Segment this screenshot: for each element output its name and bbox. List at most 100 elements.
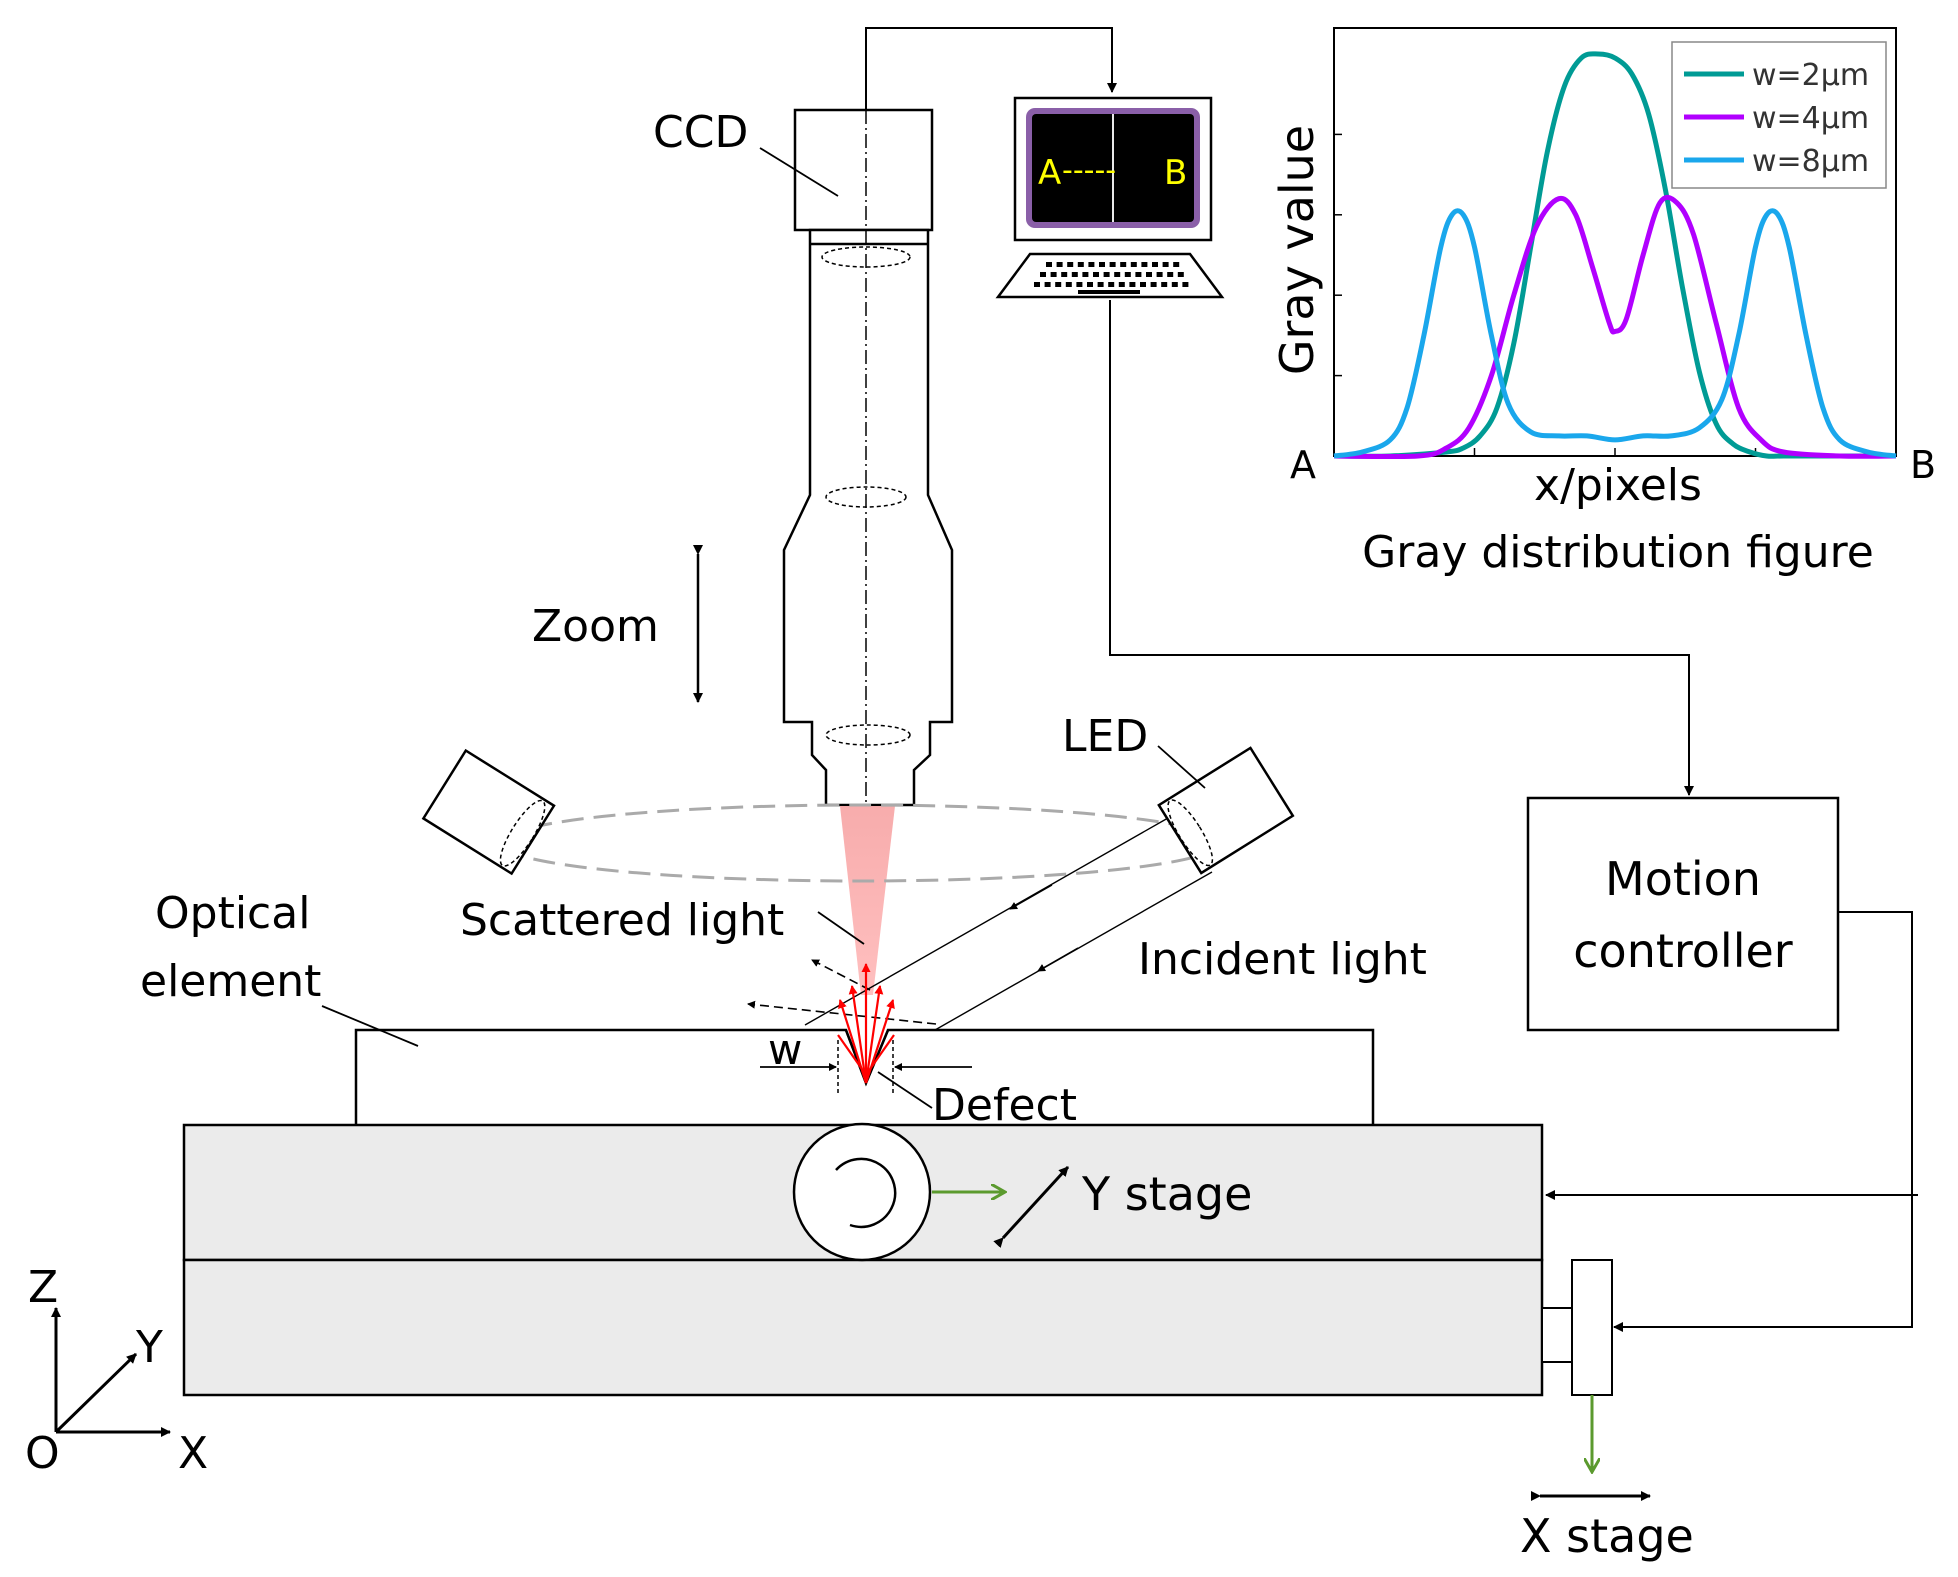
scattered-light-label: Scattered light	[460, 895, 784, 946]
scattered-arrows	[837, 963, 895, 1084]
keyboard-key	[1099, 262, 1105, 267]
computer-monitor: A ----- B	[1013, 96, 1213, 242]
chart-series-group	[1333, 51, 1897, 460]
x-stage	[182, 1258, 1544, 1397]
coordinate-axes	[51, 1307, 171, 1437]
led-leader-line	[1157, 745, 1206, 789]
chart-legend: w=2μm w=4μm w=8μm	[1671, 41, 1887, 189]
keyboard-key	[1173, 262, 1180, 267]
chart-series-line-3	[1333, 208, 1897, 459]
keyboard-key	[1093, 272, 1099, 277]
motion-controller-label-2: controller	[1573, 924, 1793, 978]
legend-label-3: w=8μm	[1752, 144, 1869, 179]
keyboard-key	[1109, 262, 1116, 267]
y-stage-label: Y stage	[1081, 1167, 1252, 1221]
keyboard-key	[1161, 282, 1168, 287]
x-stage-label: X stage	[1520, 1509, 1694, 1563]
axis-z-label: Z	[28, 1262, 58, 1313]
defect-label: Defect	[932, 1080, 1077, 1131]
keyboard-key	[1129, 282, 1136, 287]
keyboard-key	[1067, 262, 1074, 267]
keyboard-key	[1040, 272, 1046, 277]
monitor-label-a: A	[1038, 153, 1061, 193]
incident-arrow-2	[1037, 947, 1079, 972]
chart-ylabel: Gray value	[1270, 125, 1324, 375]
keyboard-key	[1182, 282, 1189, 287]
reflected-ray-2	[747, 1000, 937, 1025]
optical-element-label-1: Optical	[155, 888, 310, 939]
keyboard-key	[1167, 272, 1174, 277]
keyboard-key	[1077, 262, 1084, 267]
keyboard-key	[1097, 282, 1104, 287]
chart-series-line-2	[1333, 194, 1897, 460]
motion-controller-label-1: Motion	[1605, 852, 1761, 906]
chart-series-line-1	[1333, 51, 1896, 459]
keyboard-key	[1114, 272, 1121, 277]
keyboard-key	[1124, 272, 1131, 277]
keyboard-key	[1044, 282, 1051, 287]
keyboard-key	[1152, 262, 1158, 267]
keyboard-key	[1156, 272, 1163, 277]
keyboard-key	[1055, 282, 1062, 287]
keyboard-key	[1120, 262, 1127, 267]
keyboard-key	[1108, 282, 1115, 287]
keyboard-key	[1140, 282, 1146, 287]
keyboard-key	[1071, 272, 1078, 277]
optical-element-label-2: element	[140, 956, 321, 1007]
chart-title: Gray distribution figure	[1362, 527, 1874, 578]
keyboard-key	[1135, 272, 1142, 277]
monitor-label-b: B	[1164, 153, 1187, 193]
chart-x-end-label: B	[1910, 443, 1936, 487]
incident-arrow-1	[1009, 884, 1053, 910]
keyboard-key	[1056, 262, 1063, 267]
scattered-light-beam	[840, 806, 895, 995]
keyboard-key	[1065, 282, 1072, 287]
led-left	[421, 748, 556, 876]
w-label: w	[768, 1025, 802, 1074]
keyboard-key	[1087, 282, 1093, 287]
keyboard-key	[1076, 282, 1083, 287]
ccd-camera	[793, 108, 934, 232]
led-right	[1157, 746, 1295, 875]
defect-leader-line	[877, 1071, 933, 1109]
y-stage-motor	[792, 1122, 932, 1262]
keyboard-key	[1177, 272, 1184, 277]
chart-x-start-label: A	[1290, 443, 1316, 487]
keyboard-spacebar	[1078, 290, 1140, 294]
keyboard-key	[1103, 272, 1110, 277]
chart-ticks	[1334, 133, 1757, 456]
keyboard-key	[1146, 272, 1152, 277]
gray-distribution-chart: w=2μm w=4μm w=8μm Gray value x/pixels Gray…	[1270, 27, 1936, 578]
monitor-dashes: -----	[1062, 153, 1116, 188]
keyboard-key	[1150, 282, 1157, 287]
chart-xlabel: x/pixels	[1534, 460, 1702, 511]
motion-controller	[1526, 796, 1840, 1032]
legend-label-2: w=4μm	[1752, 101, 1869, 136]
x-stage-motor	[1541, 1259, 1613, 1396]
axis-y-label: Y	[135, 1322, 163, 1373]
scattered-leader-line	[817, 911, 865, 945]
keyboard-key	[1034, 282, 1040, 287]
axis-x-label: X	[178, 1428, 208, 1479]
ccd-to-computer-cable	[865, 27, 1117, 110]
led-label: LED	[1062, 711, 1148, 762]
ccd-leader-line	[759, 147, 839, 197]
axis-o-label: O	[25, 1428, 60, 1479]
keyboard-key	[1046, 262, 1052, 267]
keyboard-key	[1088, 262, 1095, 267]
keyboard-key	[1171, 282, 1178, 287]
incident-light-label: Incident light	[1138, 934, 1427, 985]
legend-label-1: w=2μm	[1752, 58, 1869, 93]
keyboard-key	[1050, 272, 1057, 277]
zoom-label: Zoom	[532, 601, 659, 652]
keyboard-key	[1162, 262, 1169, 267]
computer-to-controller-cable	[1109, 300, 1694, 796]
width-marker	[760, 1040, 972, 1095]
optical-element-leader-line	[321, 1005, 419, 1047]
keyboard-key	[1118, 282, 1125, 287]
computer-keyboard	[995, 252, 1225, 299]
keyboard-key	[1082, 272, 1089, 277]
y-stage-direction-arrow	[993, 1165, 1070, 1249]
keyboard-key	[1130, 262, 1137, 267]
